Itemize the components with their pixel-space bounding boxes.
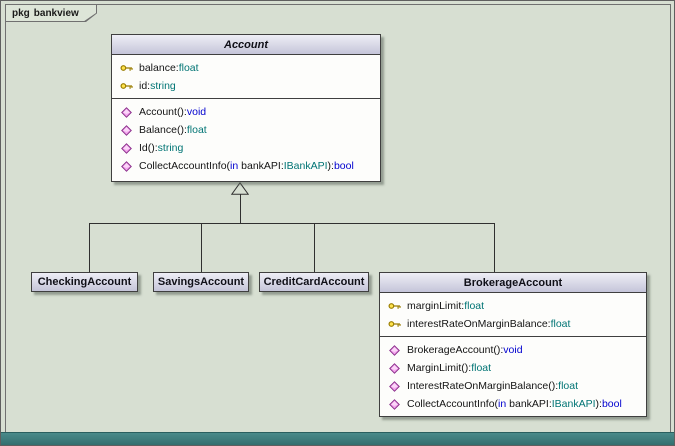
package-name: bankview	[33, 7, 79, 19]
member-signature: marginLimit:float	[407, 300, 485, 312]
member-signature: CollectAccountInfo(in bankAPI:IBankAPI):…	[407, 398, 622, 410]
operation-row[interactable]: Id():string	[112, 139, 380, 157]
class-checkingaccount[interactable]: CheckingAccount	[31, 272, 138, 292]
class-savingsaccount-header[interactable]: SavingsAccount	[154, 273, 248, 291]
attribute-row[interactable]: id:string	[112, 77, 380, 95]
generalization-edge-savingsaccount[interactable]	[201, 223, 202, 272]
attribute-row[interactable]: interestRateOnMarginBalance:float	[380, 315, 646, 333]
class-creditcardaccount[interactable]: CreditCardAccount	[259, 272, 369, 292]
operation-diamond-icon	[119, 142, 133, 154]
operation-diamond-icon	[387, 398, 401, 410]
generalization-edge-stem[interactable]	[240, 194, 241, 224]
operation-row[interactable]: CollectAccountInfo(in bankAPI:IBankAPI):…	[112, 157, 380, 175]
class-name: Account	[224, 38, 268, 51]
generalization-edge-checkingaccount[interactable]	[89, 223, 90, 272]
operation-row[interactable]: InterestRateOnMarginBalance():float	[380, 377, 646, 395]
class-brokerageaccount[interactable]: BrokerageAccount marginLimit:float intere…	[379, 272, 647, 417]
operation-diamond-icon	[387, 380, 401, 392]
class-name: SavingsAccount	[157, 276, 245, 288]
class-brokerageaccount-header[interactable]: BrokerageAccount	[380, 273, 646, 292]
operation-diamond-icon	[387, 344, 401, 356]
class-savingsaccount[interactable]: SavingsAccount	[153, 272, 249, 292]
operation-row[interactable]: Balance():float	[112, 121, 380, 139]
package-tab-label: pkg bankview	[6, 5, 96, 21]
member-signature: Id():string	[139, 142, 184, 154]
class-checkingaccount-header[interactable]: CheckingAccount	[32, 273, 137, 291]
attributes-compartment: balance:float id:string	[112, 54, 380, 98]
class-account[interactable]: Account balance:float id:string Account()…	[111, 34, 381, 182]
member-signature: Account():void	[139, 106, 207, 118]
status-bar	[1, 432, 674, 445]
operation-diamond-icon	[119, 160, 133, 172]
member-signature: id:string	[139, 80, 176, 92]
attribute-row[interactable]: balance:float	[112, 59, 380, 77]
member-signature: MarginLimit():float	[407, 362, 492, 374]
operation-diamond-icon	[119, 124, 133, 136]
class-name: BrokerageAccount	[463, 276, 563, 289]
class-creditcardaccount-header[interactable]: CreditCardAccount	[260, 273, 368, 291]
generalization-edge-bus[interactable]	[89, 223, 495, 224]
generalization-edge-creditcardaccount[interactable]	[314, 223, 315, 272]
member-signature: InterestRateOnMarginBalance():float	[407, 380, 579, 392]
class-name: CreditCardAccount	[263, 276, 365, 288]
generalization-edge-brokerageaccount[interactable]	[494, 223, 495, 272]
package-tab[interactable]: pkg bankview	[5, 4, 97, 22]
attribute-row[interactable]: marginLimit:float	[380, 297, 646, 315]
operation-row[interactable]: MarginLimit():float	[380, 359, 646, 377]
member-signature: balance:float	[139, 62, 199, 74]
operation-row[interactable]: BrokerageAccount():void	[380, 341, 646, 359]
attributes-compartment: marginLimit:float interestRateOnMarginBal…	[380, 292, 646, 336]
member-signature: Balance():float	[139, 124, 207, 136]
key-icon	[119, 81, 133, 91]
member-signature: BrokerageAccount():void	[407, 344, 523, 356]
key-icon	[119, 63, 133, 73]
key-icon	[387, 319, 401, 329]
package-keyword: pkg	[12, 7, 30, 19]
operation-diamond-icon	[387, 362, 401, 374]
class-account-header[interactable]: Account	[112, 35, 380, 54]
class-name: CheckingAccount	[37, 276, 132, 288]
operation-row[interactable]: CollectAccountInfo(in bankAPI:IBankAPI):…	[380, 395, 646, 413]
member-signature: interestRateOnMarginBalance:float	[407, 318, 571, 330]
operation-diamond-icon	[119, 106, 133, 118]
member-signature: CollectAccountInfo(in bankAPI:IBankAPI):…	[139, 160, 354, 172]
operation-row[interactable]: Account():void	[112, 103, 380, 121]
key-icon	[387, 301, 401, 311]
